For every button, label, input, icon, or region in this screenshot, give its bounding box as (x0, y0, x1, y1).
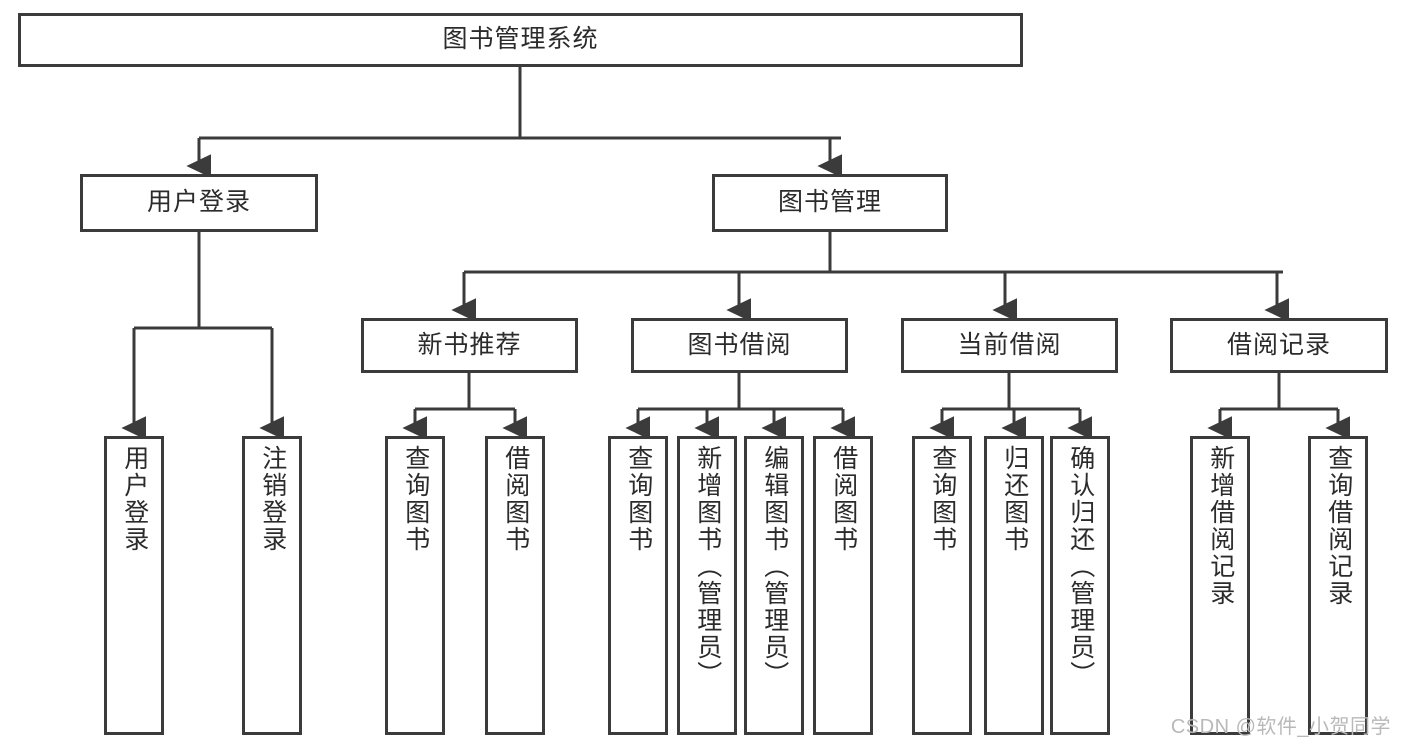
node-book-borrow-label: 图书借阅 (687, 330, 792, 359)
node-leaf-query-book-cur-label: 查询图书 (928, 445, 957, 553)
node-leaf-add-record[interactable]: 新增借阅记录 (1190, 436, 1250, 735)
node-leaf-query-book-rec[interactable]: 查询图书 (385, 436, 445, 735)
node-book-borrow[interactable]: 图书借阅 (631, 318, 848, 373)
node-new-book-rec-label: 新书推荐 (417, 330, 522, 359)
node-leaf-borrow-book-rec-label: 借阅图书 (501, 445, 530, 553)
csdn-watermark: CSDN @软件_小贺同学 (1170, 716, 1391, 738)
node-leaf-return-book[interactable]: 归还图书 (984, 436, 1044, 735)
node-current-borrow-label: 当前借阅 (957, 330, 1062, 359)
node-borrow-record[interactable]: 借阅记录 (1170, 318, 1388, 373)
node-leaf-query-book-rec-label: 查询图书 (401, 445, 430, 553)
node-current-borrow[interactable]: 当前借阅 (901, 318, 1118, 373)
node-book-manage[interactable]: 图书管理 (712, 174, 948, 232)
node-leaf-add-book-label: 新增图书（管理员） (693, 445, 722, 688)
node-leaf-edit-book[interactable]: 编辑图书（管理员） (744, 436, 804, 735)
node-leaf-borrow-book-label: 借阅图书 (829, 445, 858, 553)
node-new-book-rec[interactable]: 新书推荐 (361, 318, 578, 373)
node-leaf-borrow-book[interactable]: 借阅图书 (813, 436, 873, 735)
node-root[interactable]: 图书管理系统 (18, 13, 1023, 67)
node-leaf-user-logout[interactable]: 注销登录 (242, 436, 302, 735)
node-book-manage-label: 图书管理 (777, 188, 882, 217)
node-user-login[interactable]: 用户登录 (80, 174, 318, 232)
node-leaf-return-book-label: 归还图书 (1000, 445, 1029, 553)
node-leaf-query-book-cur[interactable]: 查询图书 (912, 436, 972, 735)
node-leaf-confirm-return[interactable]: 确认归还（管理员） (1050, 436, 1110, 735)
node-leaf-user-logout-label: 注销登录 (258, 445, 287, 553)
node-leaf-user-login-label: 用户登录 (120, 445, 149, 553)
node-leaf-query-record[interactable]: 查询借阅记录 (1308, 436, 1368, 735)
node-root-label: 图书管理系统 (442, 25, 599, 54)
node-leaf-edit-book-label: 编辑图书（管理员） (760, 445, 789, 688)
node-leaf-query-book-borrow-label: 查询图书 (624, 445, 653, 553)
node-leaf-user-login[interactable]: 用户登录 (104, 436, 164, 735)
node-leaf-add-book[interactable]: 新增图书（管理员） (677, 436, 737, 735)
node-leaf-query-record-label: 查询借阅记录 (1324, 445, 1353, 607)
node-user-login-label: 用户登录 (146, 188, 251, 217)
node-leaf-borrow-book-rec[interactable]: 借阅图书 (485, 436, 545, 735)
node-leaf-add-record-label: 新增借阅记录 (1206, 445, 1235, 607)
node-leaf-query-book-borrow[interactable]: 查询图书 (608, 436, 668, 735)
node-borrow-record-label: 借阅记录 (1226, 330, 1331, 359)
node-leaf-confirm-return-label: 确认归还（管理员） (1066, 445, 1095, 688)
